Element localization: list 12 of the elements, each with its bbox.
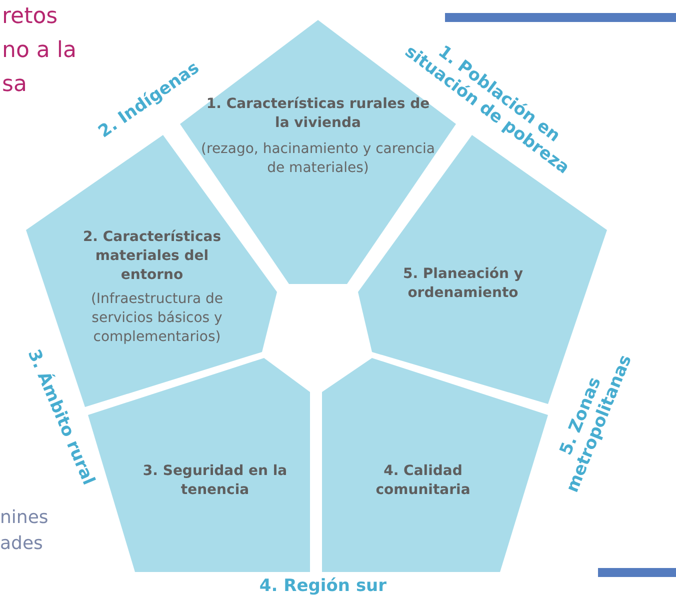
intro-text: no a la: [2, 37, 76, 65]
intro-text: retos: [2, 3, 58, 31]
segment-heading: 4. Calidad comunitaria: [374, 462, 472, 500]
intro-text: sa: [2, 71, 27, 99]
segment-heading: 5. Planeación y ordenamiento: [402, 265, 524, 303]
segment-description: (rezago, hacinamiento y carencia de materiales): [200, 140, 436, 178]
side-label: 4. Región sur: [258, 576, 388, 596]
body-text: nines: [0, 506, 48, 530]
segment-heading: 3. Seguridad en la tenencia: [142, 462, 288, 500]
segment-heading: 2. Características materiales del entorno: [82, 228, 222, 285]
segment-description: (Infraestructura de servicios básicos y complementarios): [90, 290, 224, 347]
body-text: ades: [0, 532, 43, 556]
